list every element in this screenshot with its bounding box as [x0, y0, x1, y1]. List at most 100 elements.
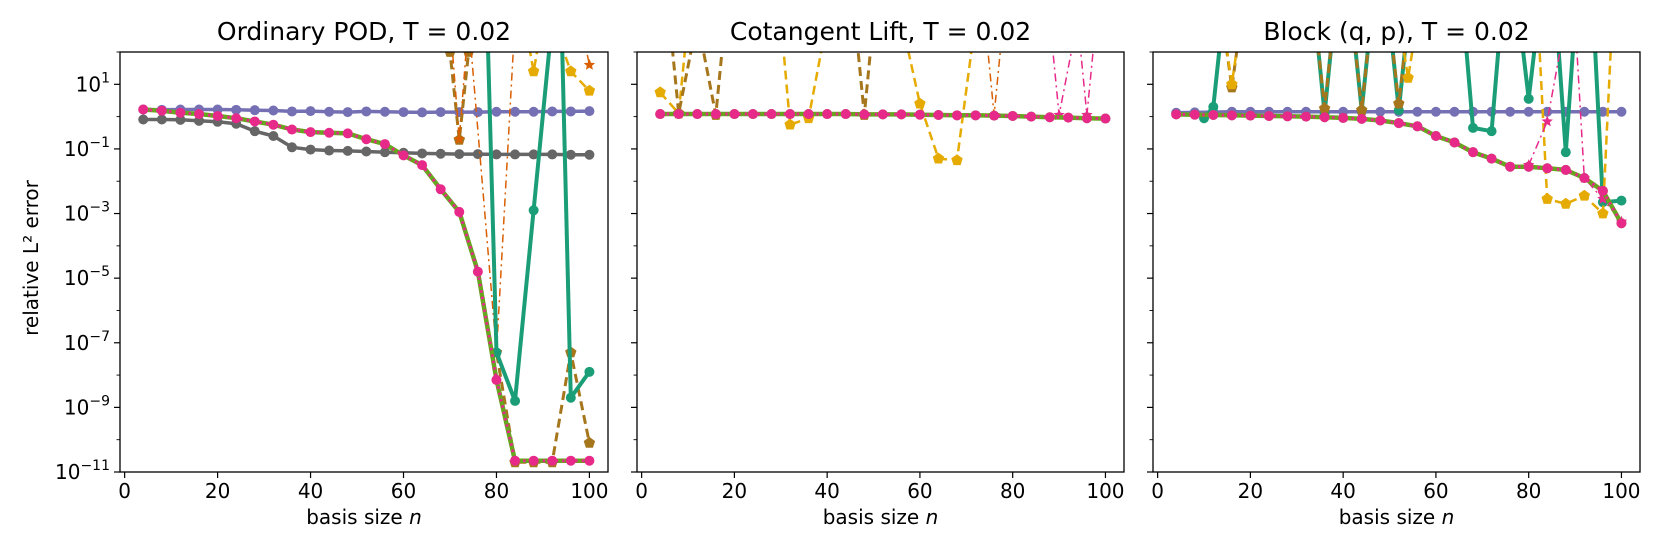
data-point [785, 109, 796, 120]
data-point [565, 65, 577, 77]
data-point [1430, 131, 1441, 141]
data-point [1578, 189, 1590, 201]
data-point [547, 149, 558, 160]
data-point [435, 107, 446, 118]
data-point [655, 109, 666, 120]
series-line [1176, 112, 1624, 225]
data-point [528, 106, 539, 117]
data-point [528, 149, 539, 160]
data-point [1616, 106, 1627, 117]
data-point [454, 149, 465, 160]
data-point [583, 84, 596, 96]
x-tick-label: 20 [1238, 479, 1263, 503]
data-point [510, 395, 521, 406]
data-point [286, 124, 297, 135]
data-point [1616, 195, 1627, 206]
data-point [1393, 97, 1405, 109]
data-point [1468, 122, 1479, 133]
series-7 [1171, 109, 1627, 229]
data-point [1402, 71, 1414, 83]
y-tick-label: 10−1 [64, 135, 110, 161]
x-tick-label: 80 [1516, 479, 1541, 503]
data-point [528, 455, 539, 466]
data-point [822, 109, 833, 120]
y-tick-label: 101 [76, 70, 110, 96]
data-point [268, 119, 279, 130]
data-point [1597, 193, 1609, 204]
data-point [784, 118, 796, 130]
data-point [1189, 109, 1200, 120]
data-point [1579, 106, 1590, 117]
axes-frame [119, 51, 609, 473]
data-point [453, 133, 465, 145]
data-point [584, 149, 595, 160]
data-point [692, 109, 703, 120]
data-point [156, 105, 167, 116]
data-point [584, 106, 595, 117]
panel-title: Ordinary POD, T = 0.02 [217, 17, 511, 46]
data-point [1318, 102, 1331, 114]
data-point [398, 107, 409, 118]
series-line [1202, 52, 1622, 205]
data-point [1081, 113, 1092, 124]
data-point [342, 107, 353, 118]
x-tick-label: 20 [205, 479, 230, 503]
data-point [379, 106, 390, 117]
data-point [840, 109, 851, 120]
series-line [528, 52, 591, 92]
x-tick-label: 40 [298, 479, 323, 503]
x-tick-label: 80 [484, 479, 509, 503]
series-8 [138, 104, 595, 466]
data-point [803, 109, 814, 120]
data-point [877, 109, 888, 120]
data-point [1171, 109, 1182, 120]
data-point [417, 107, 428, 118]
data-point [472, 266, 483, 277]
data-point [1026, 111, 1037, 122]
data-point [1579, 173, 1590, 183]
series-line [143, 108, 590, 463]
data-point [249, 116, 260, 127]
axes-frame [636, 51, 1125, 473]
data-point [1597, 185, 1608, 196]
data-point [1560, 147, 1571, 158]
data-point [1208, 110, 1219, 120]
y-tick-label: 10−11 [55, 458, 110, 484]
y-tick-label: 10−3 [64, 200, 110, 226]
y-axis-label: relative L² error [19, 179, 43, 336]
axes-frame [1152, 51, 1641, 473]
data-point [435, 148, 446, 159]
data-point [1356, 104, 1368, 115]
data-point [859, 109, 870, 120]
plot-area [1171, 52, 1628, 229]
series-6 [486, 52, 595, 406]
data-point [565, 455, 576, 466]
data-point [1301, 111, 1312, 122]
data-point [970, 110, 981, 121]
data-point [472, 149, 483, 160]
x-tick-label: 100 [1086, 479, 1124, 503]
data-point [491, 374, 502, 385]
data-point [673, 109, 684, 120]
data-point [324, 127, 335, 138]
series-4 [527, 52, 596, 96]
data-point [1393, 118, 1404, 129]
x-tick-label: 80 [1000, 479, 1025, 503]
data-point [342, 128, 353, 139]
data-point [1208, 101, 1219, 112]
data-point [528, 205, 539, 216]
data-point [1007, 110, 1018, 121]
data-point [417, 148, 428, 159]
data-point [1100, 113, 1111, 124]
data-point [1319, 112, 1330, 123]
data-point [286, 142, 297, 153]
panel-title: Cotangent Lift, T = 0.02 [730, 17, 1031, 46]
x-tick-label: 60 [1423, 479, 1448, 503]
series-line [1052, 52, 1094, 116]
data-point [379, 139, 390, 150]
data-point [583, 58, 596, 70]
data-point [417, 160, 428, 171]
x-axis-label: basis size n [1339, 505, 1455, 529]
